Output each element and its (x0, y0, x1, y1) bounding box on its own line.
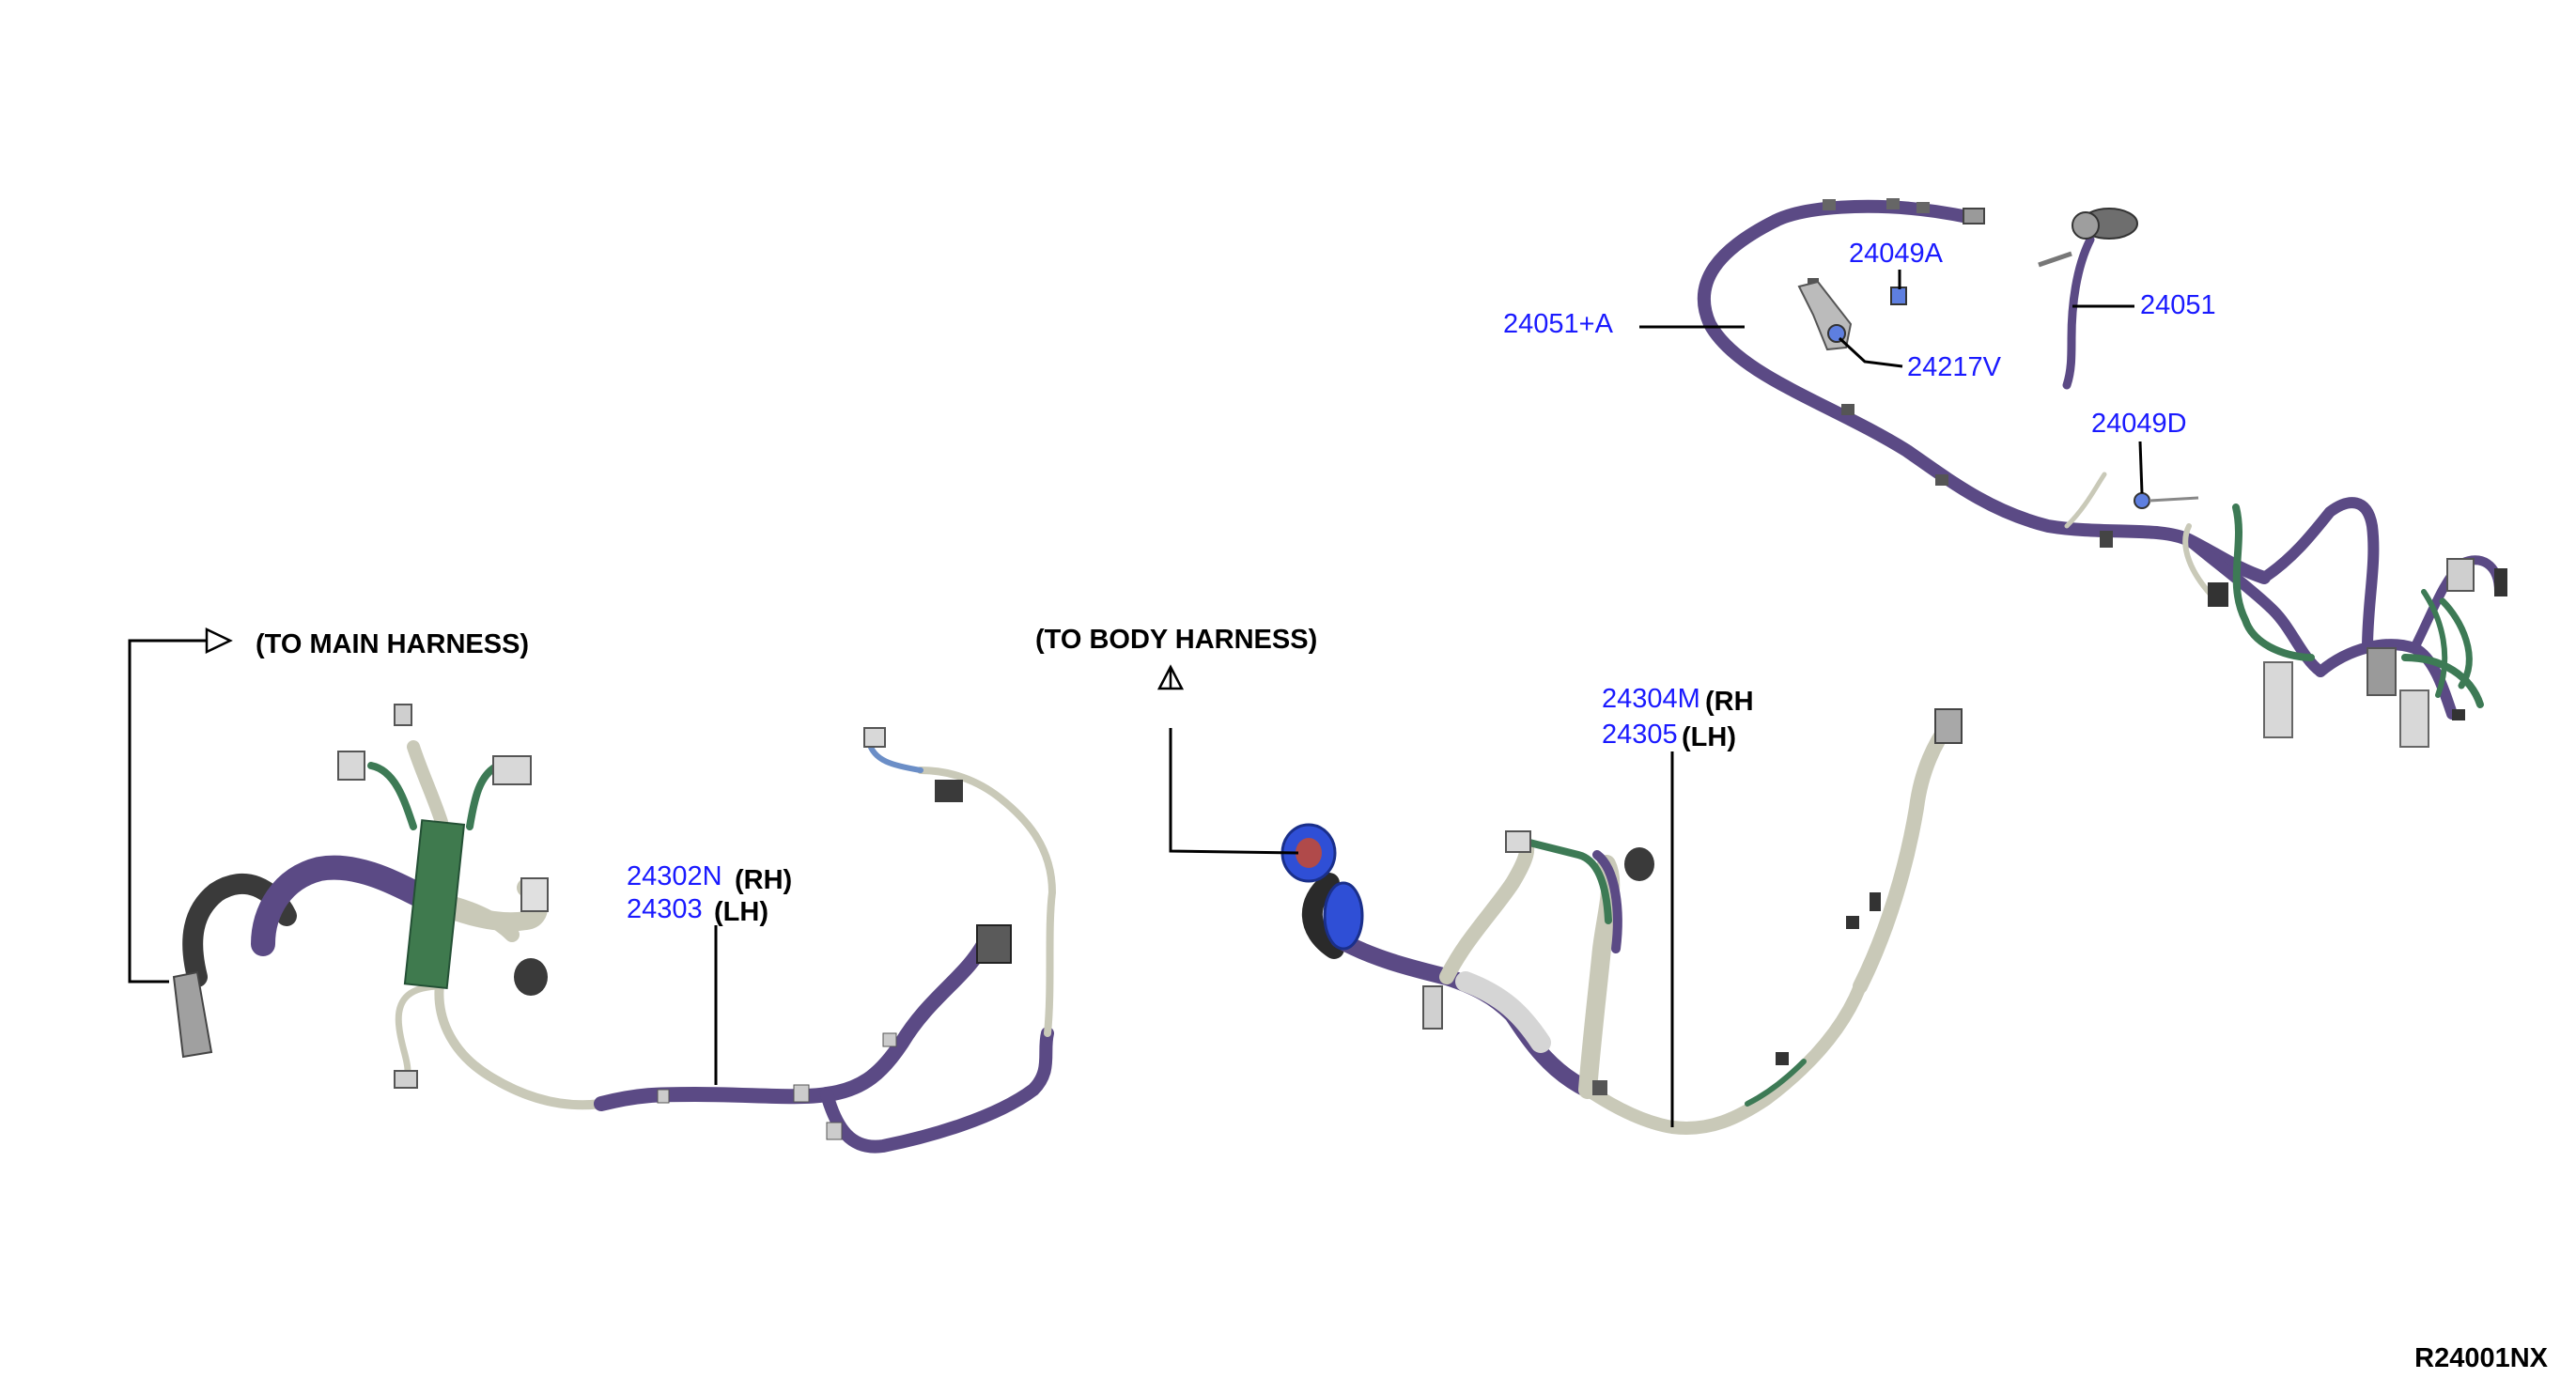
battery-cable-24051 (2038, 208, 2138, 390)
part-link-24304m[interactable]: 24304M (1602, 684, 1700, 714)
part-link-24049a[interactable]: 24049A (1849, 239, 1944, 269)
to-body-harness-arrowhead (1156, 664, 1185, 690)
part-link-24051[interactable]: 24051 (2140, 290, 2216, 320)
part-link-24303[interactable]: 24303 (627, 894, 703, 924)
side-label-rh-2: (RH (1705, 687, 1754, 717)
leader-lines (128, 270, 2144, 1127)
harness-24304m-24305 (1280, 708, 1963, 1135)
bracket-24217v (1797, 280, 1853, 351)
part-link-24302n[interactable]: 24302N (627, 861, 722, 891)
leader-24217v (1838, 336, 1903, 368)
side-label-lh-2: (LH) (1682, 722, 1736, 752)
to-main-harness-leader (128, 639, 207, 984)
side-label-lh: (LH) (714, 897, 768, 927)
part-link-24049d[interactable]: 24049D (2091, 409, 2187, 439)
part-link-24217v[interactable]: 24217V (1907, 352, 2002, 382)
part-link-24051a[interactable]: 24051+A (1503, 309, 1614, 339)
to-main-harness-arrowhead (205, 627, 233, 654)
callout-labels: (TO MAIN HARNESS) (TO BODY HARNESS) 2405… (256, 239, 2549, 1373)
side-label-rh: (RH) (735, 865, 792, 895)
bolt-24049a (1890, 287, 1907, 305)
part-link-24305[interactable]: 24305 (1602, 720, 1678, 750)
harness-24302n-24303 (172, 704, 1056, 1154)
leader-24049d (2138, 441, 2144, 494)
to-body-harness-note: (TO BODY HARNESS) (1035, 625, 1317, 655)
diagram-id: R24001NX (2414, 1343, 2549, 1373)
bolt-24049d (2134, 492, 2199, 509)
to-body-harness-leader (1169, 728, 1299, 855)
to-main-harness-note: (TO MAIN HARNESS) (256, 629, 529, 659)
battery-cable-harness-24051a (1697, 198, 2507, 748)
